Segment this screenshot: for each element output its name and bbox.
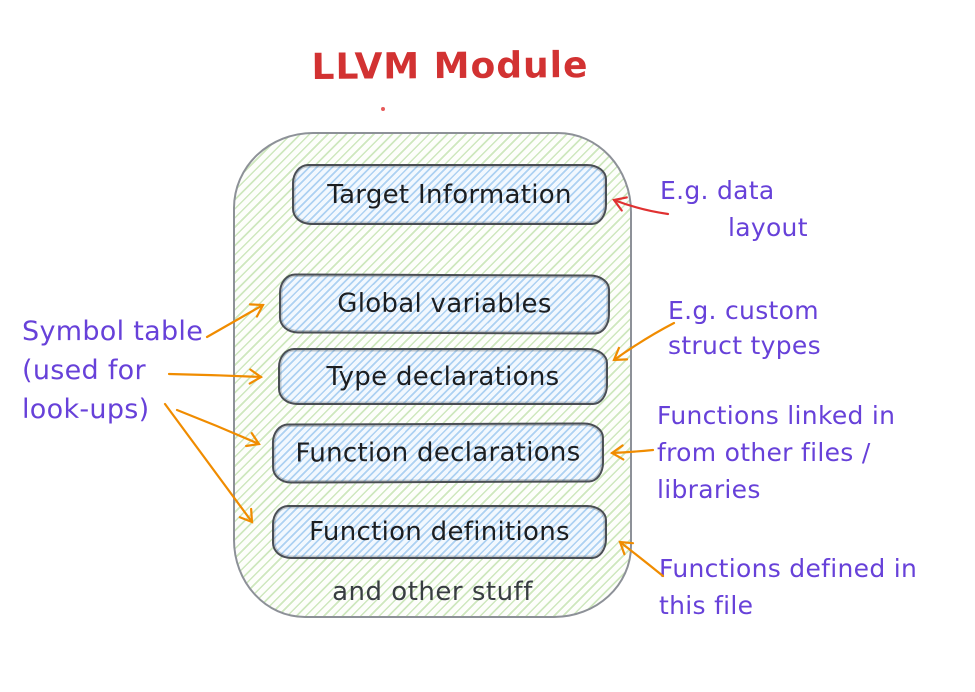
annotation-functions-defined: Functions defined in this file	[659, 550, 917, 624]
box-label: Global variables	[337, 288, 552, 320]
annotation-line: look-ups)	[22, 394, 150, 425]
annotation-line: this file	[659, 591, 754, 620]
annotation-symbol-table: Symbol table (used for look-ups)	[22, 312, 203, 429]
annotation-line: struct types	[668, 331, 821, 360]
box-label: Type declarations	[326, 361, 560, 392]
annotation-data-layout: E.g. data layout	[660, 172, 808, 246]
annotation-custom-struct-types: E.g. custom struct types	[668, 293, 821, 363]
box-label: Function definitions	[309, 517, 570, 547]
module-box-target-information: Target Information	[292, 164, 607, 225]
annotation-line: Symbol table	[22, 316, 204, 347]
stray-mark-dot	[381, 107, 385, 111]
annotation-line: E.g. data	[660, 176, 775, 205]
annotation-functions-linked: Functions linked in from other files / l…	[657, 397, 895, 508]
footer-label: and other stuff	[332, 577, 533, 607]
annotation-line: libraries	[657, 475, 761, 504]
module-box-global-variables: Global variables	[278, 273, 611, 335]
annotation-line: Functions defined in	[659, 554, 918, 583]
annotation-line: Functions linked in	[657, 401, 896, 430]
annotation-line: layout	[728, 213, 808, 242]
llvm-module-container: Target Information Global variables Type…	[233, 132, 632, 618]
diagram-title: LLVM Module	[311, 45, 589, 88]
module-box-function-declarations: Function declarations	[271, 422, 605, 484]
box-label: Target Information	[327, 179, 572, 210]
box-label: Function declarations	[295, 437, 581, 469]
module-box-function-definitions: Function definitions	[272, 505, 607, 559]
annotation-line: (used for	[22, 355, 146, 386]
annotation-line: from other files /	[657, 438, 871, 467]
module-box-type-declarations: Type declarations	[278, 348, 608, 405]
annotation-line: E.g. custom	[668, 296, 819, 325]
